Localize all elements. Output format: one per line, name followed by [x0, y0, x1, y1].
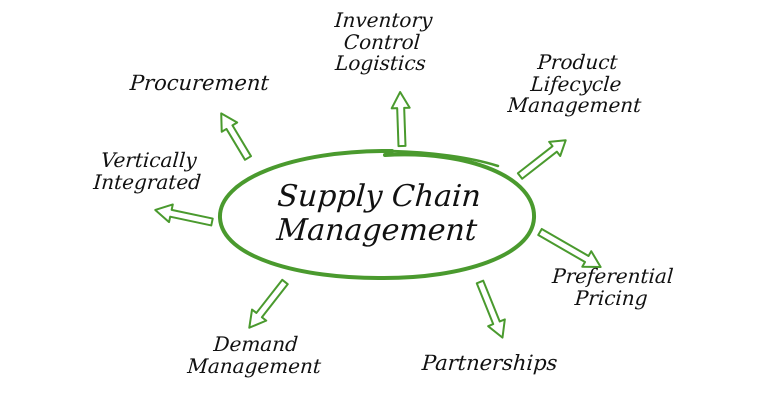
center-ellipse — [217, 148, 537, 281]
node-label-line: Integrated — [92, 169, 202, 194]
arrow-pricing — [537, 227, 602, 268]
node-demand-management: Demand Management — [178, 332, 331, 378]
node-label-line: Preferential — [551, 264, 675, 288]
center-label-line: Supply Chain — [276, 179, 483, 214]
arrow-partnerships — [475, 279, 506, 339]
node-partnerships: Partnerships — [421, 351, 559, 375]
node-label-line: Control — [343, 29, 422, 54]
node-label-line: Lifecycle — [529, 71, 623, 96]
arrow-product — [516, 139, 567, 180]
node-label-line: Vertically — [100, 148, 198, 172]
center-label-line: Management — [275, 212, 479, 248]
node-label-line: Product — [536, 50, 619, 74]
node-label-line: Management — [506, 93, 643, 118]
arrow-demand — [248, 278, 289, 329]
node-label-line: Partnerships — [421, 351, 559, 375]
arrow-vertical — [154, 203, 214, 227]
node-inventory: Inventory Control Logistics — [320, 8, 445, 76]
node-product-lifecycle: Product Lifecycle Management — [484, 50, 669, 118]
node-label-line: Demand — [212, 332, 299, 356]
node-label-line: Logistics — [334, 51, 427, 76]
node-vertically-integrated: Vertically Integrated — [70, 148, 225, 194]
node-label-line: Inventory — [333, 8, 434, 32]
node-label-line: Procurement — [129, 71, 270, 95]
arrow-procurement — [220, 112, 253, 161]
center-label: Supply Chain Management — [246, 179, 511, 248]
node-label-line: Pricing — [574, 285, 649, 310]
node-preferential-pricing: Preferential Pricing — [530, 264, 693, 310]
node-procurement: Procurement — [129, 71, 270, 95]
arrow-inventory — [390, 91, 411, 148]
node-label-line: Management — [186, 353, 322, 378]
